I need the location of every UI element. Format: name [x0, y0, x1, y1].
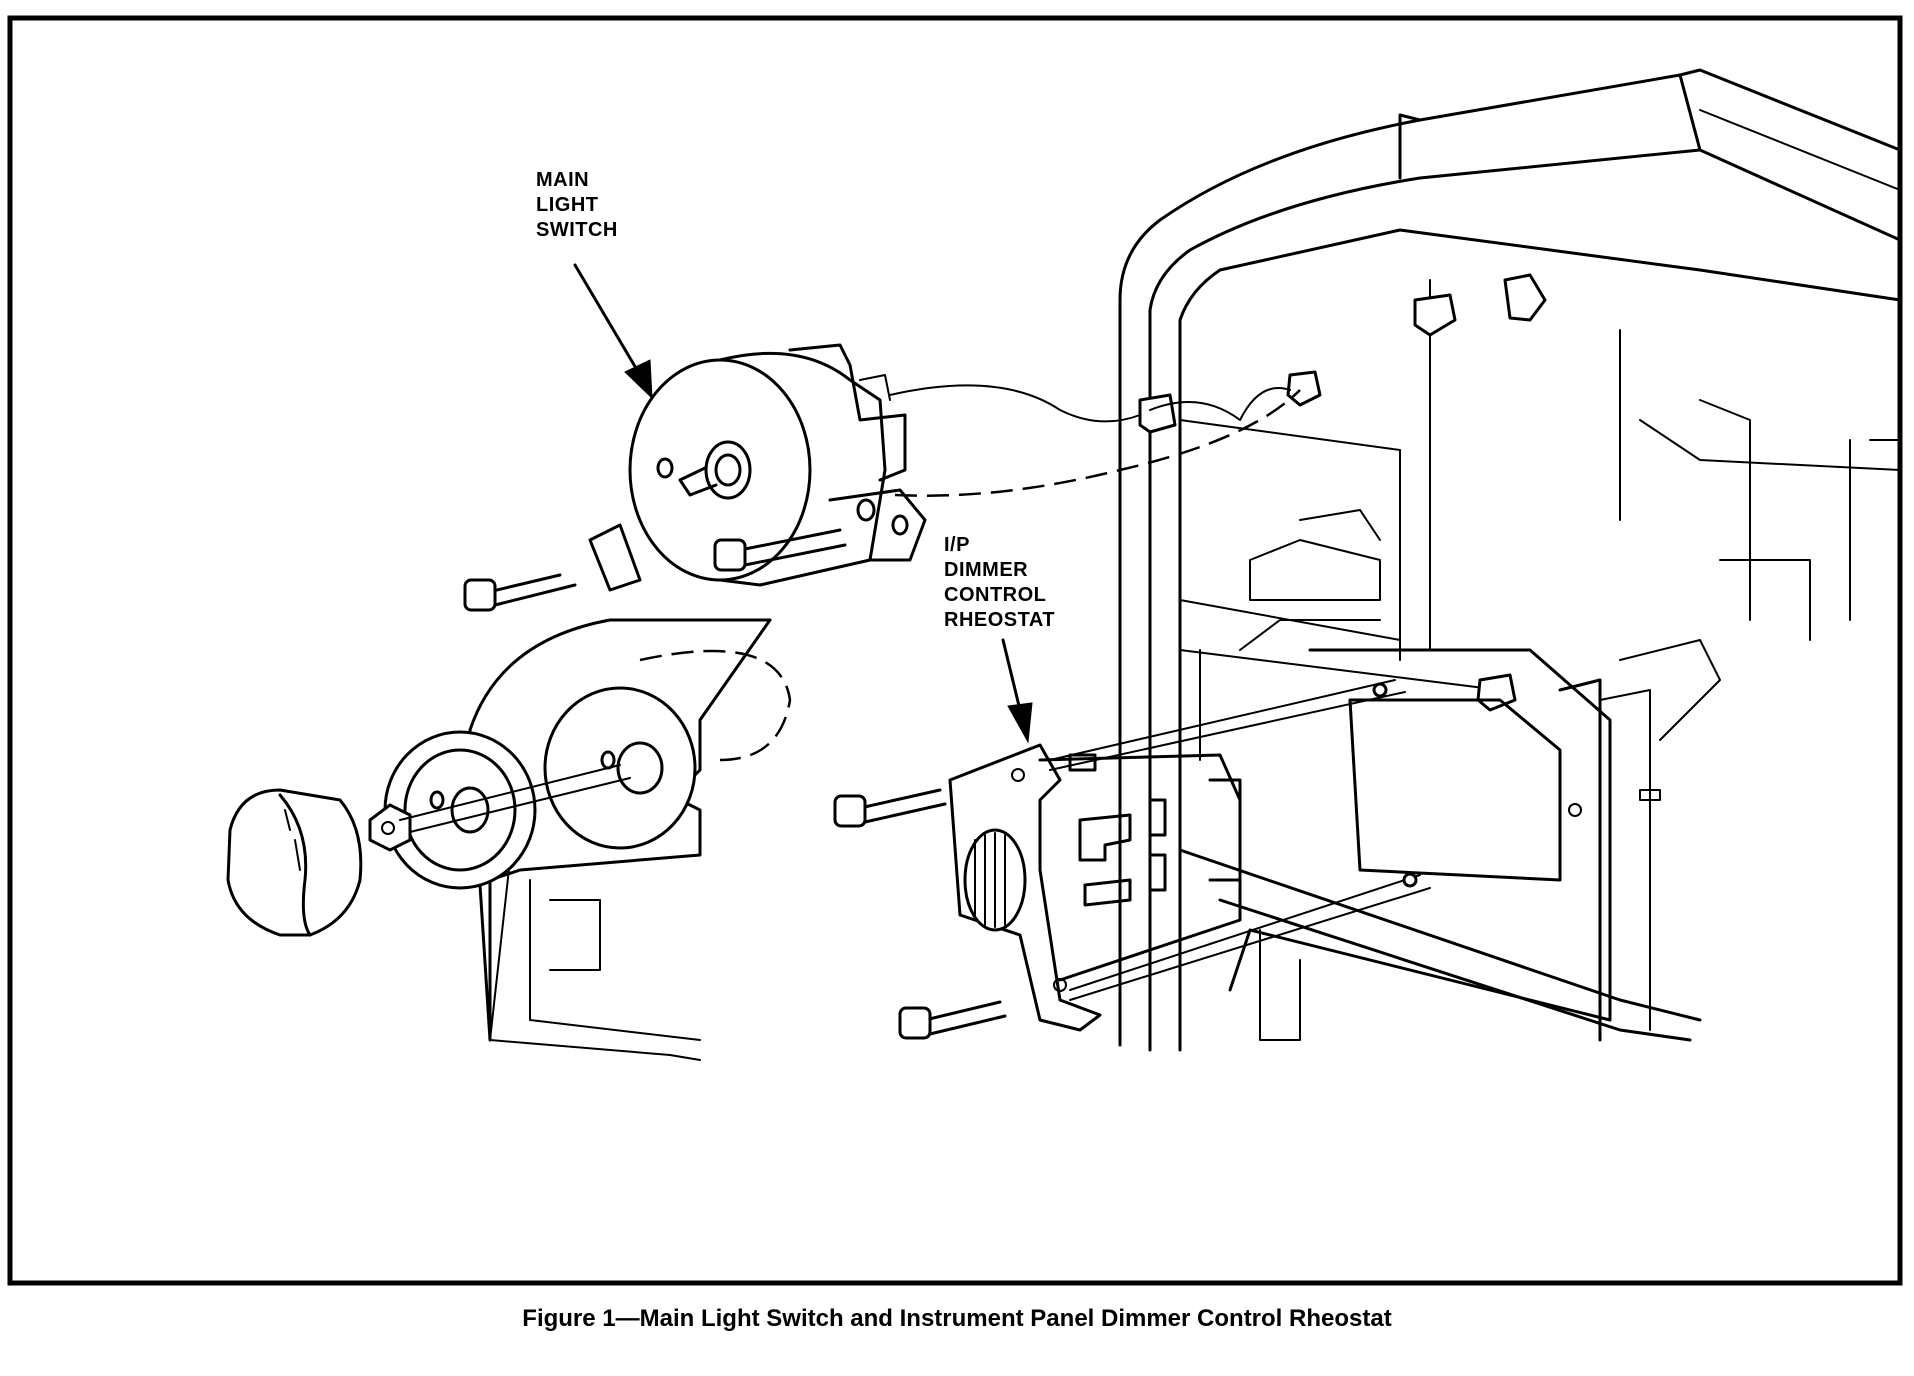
arrow-dimmer-rheostat [1001, 638, 1033, 744]
switch-wire-harness [889, 384, 1141, 423]
main-light-switch [588, 343, 927, 592]
figure-caption: Figure 1—Main Light Switch and Instrumen… [522, 1305, 1392, 1332]
screw-upper-left [463, 573, 577, 612]
label-main-light-switch-line-1: MAIN [536, 169, 590, 191]
label-dimmer-rheostat-line-2: DIMMER [944, 559, 1029, 581]
dimmer-rheostat [948, 743, 1242, 1032]
knob-ring [383, 730, 537, 890]
label-main-light-switch: MAIN LIGHT SWITCH [536, 168, 618, 243]
screw-lower-bottom [898, 1000, 1007, 1040]
instrument-panel [1118, 68, 1902, 1052]
control-knob [226, 788, 363, 937]
label-main-light-switch-line-3: SWITCH [536, 219, 618, 241]
label-dimmer-rheostat-line-4: RHEOSTAT [944, 609, 1056, 631]
label-main-light-switch-line-2: LIGHT [536, 194, 599, 216]
hex-nut [368, 803, 412, 852]
screw-lower-upper [833, 788, 947, 828]
label-dimmer-rheostat: I/P DIMMER CONTROL RHEOSTAT [944, 533, 1055, 633]
arrow-main-light-switch [573, 263, 653, 400]
label-dimmer-rheostat-line-3: CONTROL [944, 584, 1047, 606]
figure-border [7, 15, 1903, 1286]
screw-upper-right [713, 528, 847, 572]
label-dimmer-rheostat-line-1: I/P [944, 534, 970, 556]
switch-wire-harness-dashed [894, 389, 1301, 497]
bezel-housing [468, 618, 792, 1061]
